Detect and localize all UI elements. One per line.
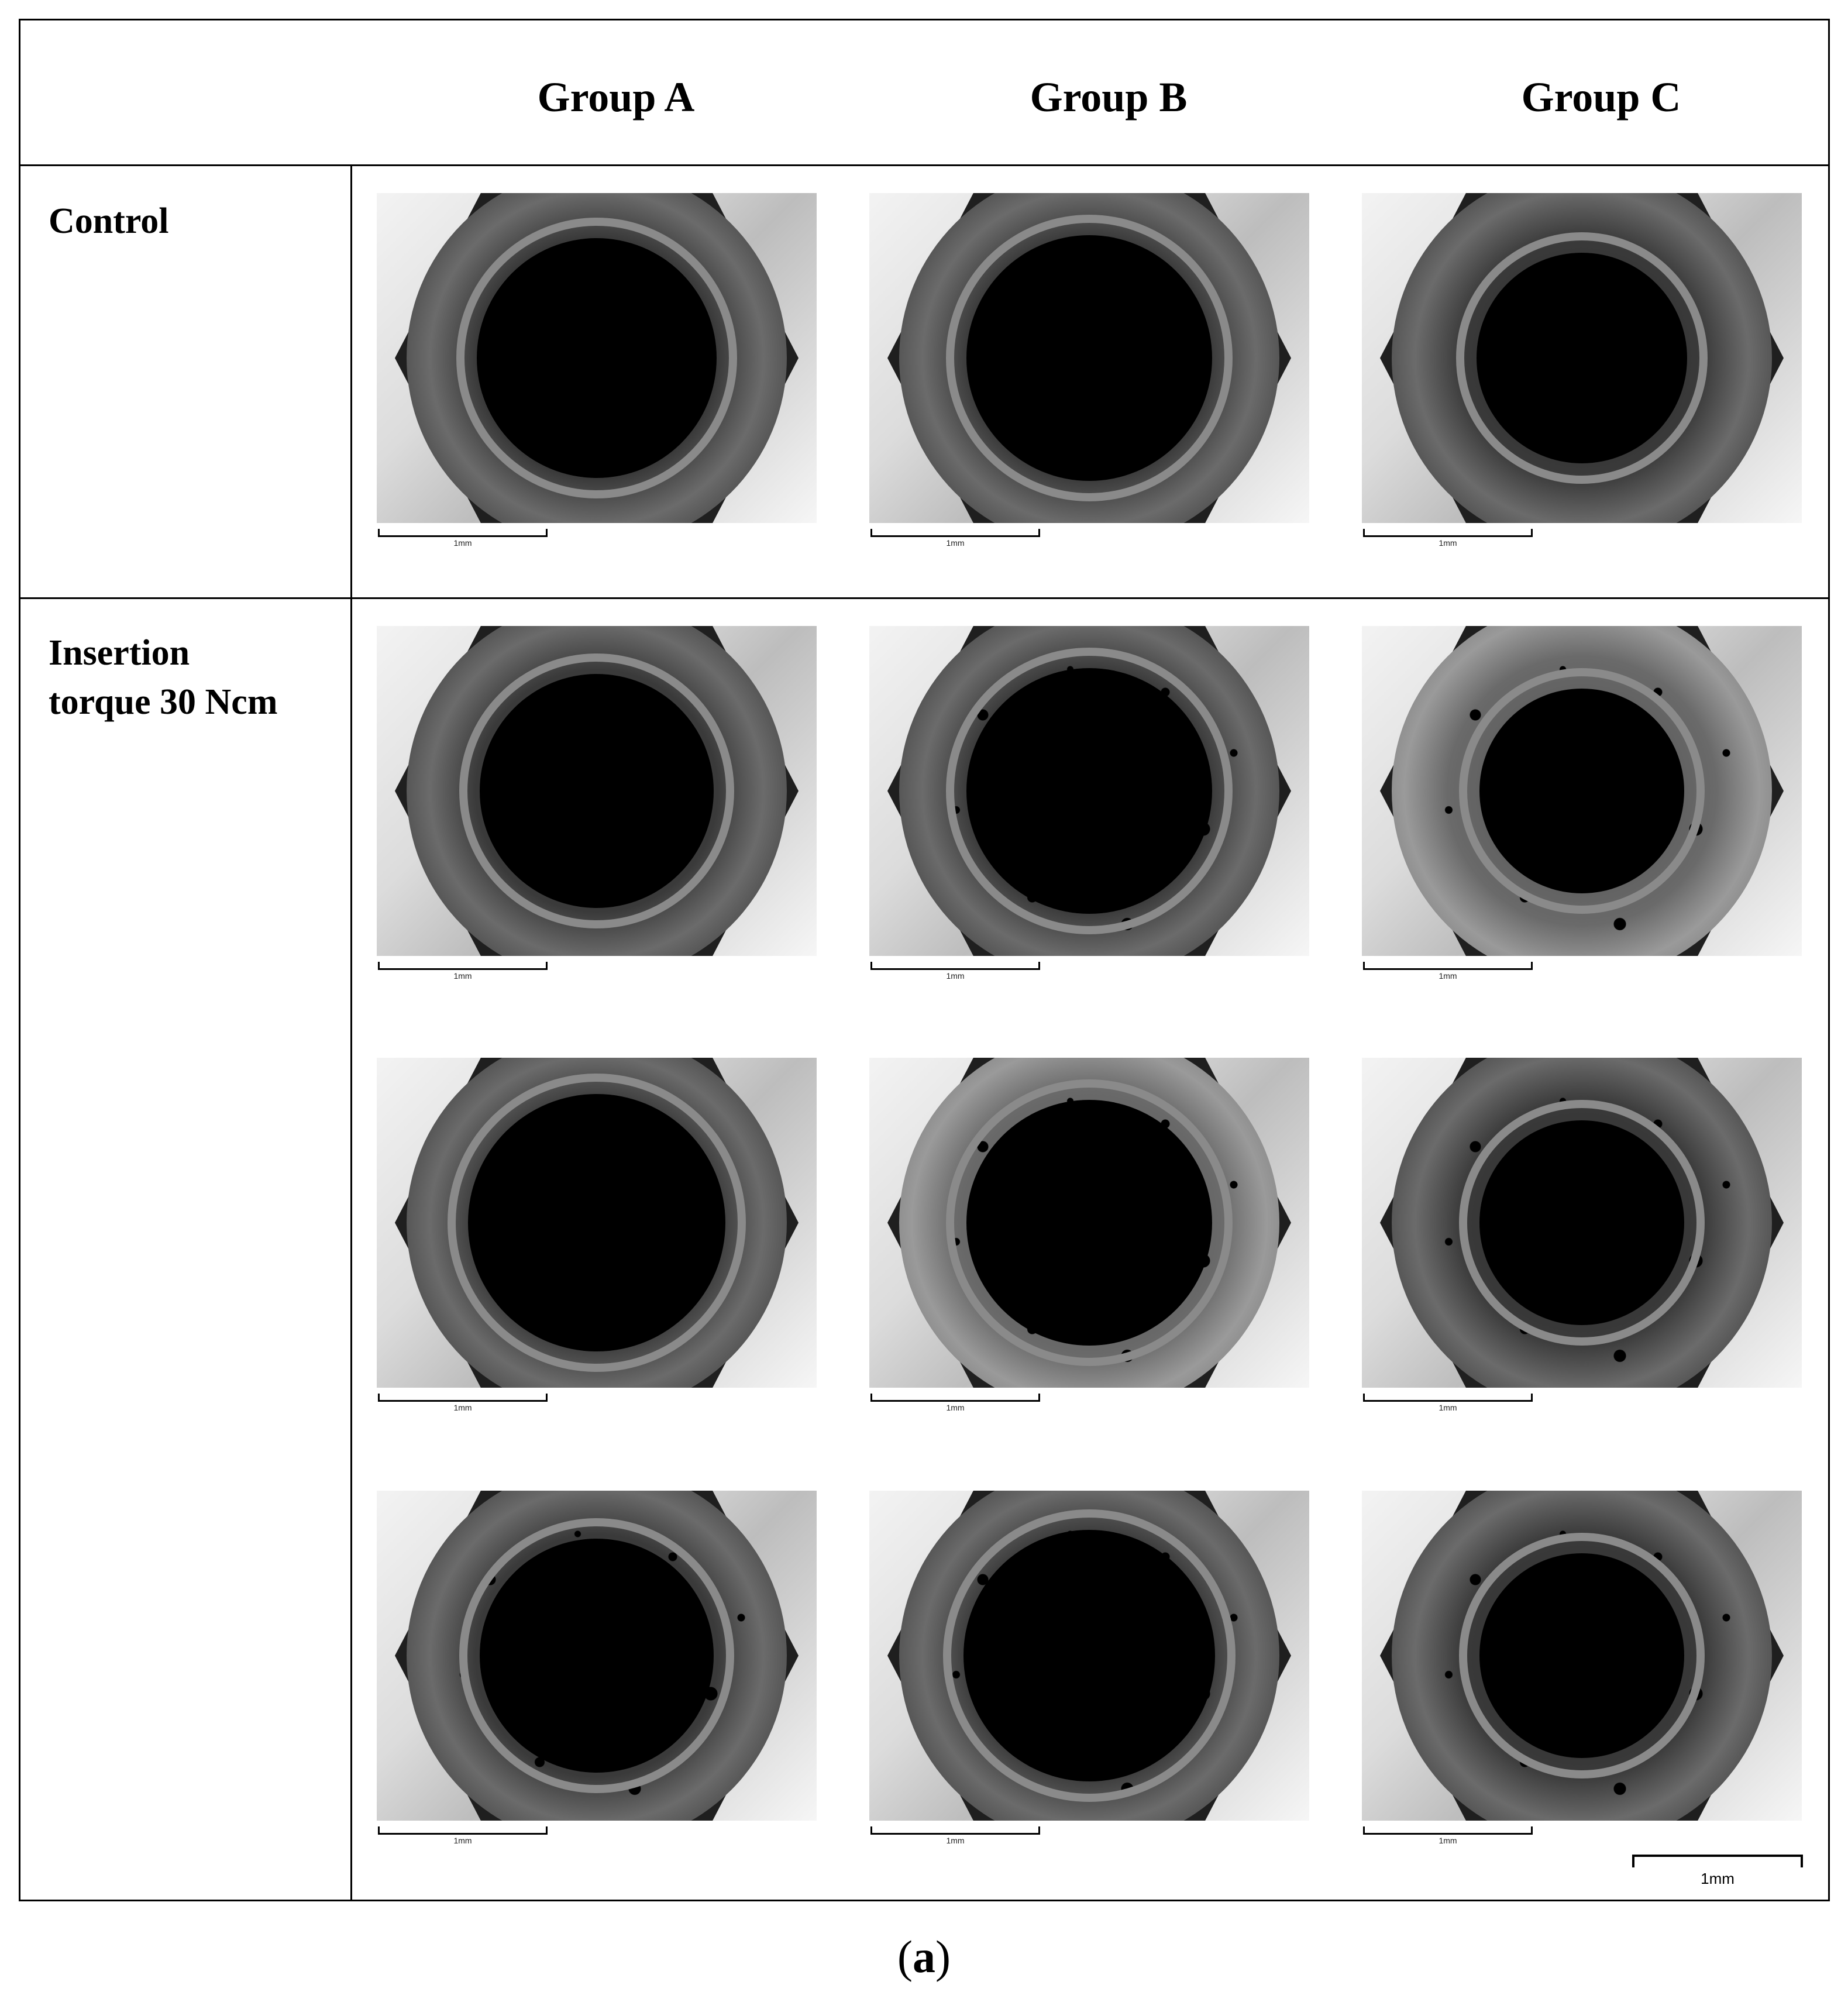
scale-bar-label: 1mm [946,538,965,548]
sem-micrograph: 1mm [1362,626,1802,984]
sem-micrograph: 1mm [869,626,1309,984]
row-header-control: Control [49,201,169,241]
scale-bar [1363,1826,1533,1835]
screw-channel [1479,1120,1684,1325]
sem-micrograph: 1mm [869,1058,1309,1416]
column-header-group-c: Group C [1521,74,1681,121]
micrograph-image [869,626,1309,956]
scale-bar [1363,1394,1533,1402]
screw-channel [480,674,714,908]
scale-bar-label: 1mm [453,971,472,981]
scale-bar [870,529,1040,537]
screw-channel [963,1530,1215,1781]
scale-bar-label: 1mm [1439,1836,1457,1845]
screw-channel [468,1094,725,1351]
sem-micrograph: 1mm [377,193,817,551]
scale-bar-label: 1mm [1439,1403,1457,1412]
scale-bar-label: 1mm [453,1403,472,1412]
scale-bar [870,1826,1040,1835]
header-divider [20,164,1828,166]
sem-micrograph: 1mm [377,1491,817,1849]
reference-scale-bar [1632,1855,1803,1867]
figure-table: Group A Group B Group C Control Insertio… [19,19,1830,1901]
screw-channel [1477,253,1687,463]
scale-bar-label: 1mm [1439,971,1457,981]
scale-bar-label: 1mm [1439,538,1457,548]
sem-micrograph: 1mm [377,1058,817,1416]
scale-bar-label: 1mm [946,1403,965,1412]
scale-bar [378,529,548,537]
row-header-line-2: torque 30 Ncm [49,682,278,722]
sem-micrograph: 1mm [869,1491,1309,1849]
caption-open: ( [897,1931,913,1982]
scale-bar-label: 1mm [453,538,472,548]
micrograph-image [869,1491,1309,1821]
scale-bar [1363,529,1533,537]
micrograph-image [377,1058,817,1388]
scale-bar-label: 1mm [946,1836,965,1845]
caption-close: ) [935,1931,951,1982]
screw-channel [966,235,1212,481]
screw-channel [1479,689,1684,893]
scale-bar [378,962,548,970]
scale-bar [378,1826,548,1835]
column-header-group-b: Group B [1030,74,1188,121]
caption-letter: a [913,1931,935,1982]
sem-micrograph: 1mm [869,193,1309,551]
screw-channel [966,668,1212,914]
screw-channel [477,238,717,478]
screw-channel [480,1539,714,1773]
reference-scale-label: 1mm [1701,1870,1735,1887]
sem-micrograph: 1mm [1362,193,1802,551]
scale-bar [870,1394,1040,1402]
scale-bar [378,1394,548,1402]
scale-bar-label: 1mm [946,971,965,981]
screw-channel [1479,1553,1684,1758]
micrograph-image [1362,1058,1802,1388]
scale-bar-label: 1mm [453,1836,472,1845]
column-header-group-a: Group A [537,74,695,121]
sem-micrograph: 1mm [377,626,817,984]
row-header-divider [350,166,352,1900]
micrograph-image [1362,626,1802,956]
row-header-insertion-torque: Insertion torque 30 Ncm [49,629,277,727]
micrograph-image [377,1491,817,1821]
row-divider [20,597,1828,599]
sem-micrograph: 1mm [1362,1491,1802,1849]
micrograph-image [1362,193,1802,523]
figure-caption: (a) [0,1931,1848,1983]
micrograph-image [869,1058,1309,1388]
micrograph-image [869,193,1309,523]
micrograph-image [377,626,817,956]
micrograph-image [1362,1491,1802,1821]
row-header-line-1: Insertion [49,633,190,673]
screw-channel [966,1100,1212,1346]
scale-bar [1363,962,1533,970]
micrograph-image [377,193,817,523]
scale-bar [870,962,1040,970]
sem-micrograph: 1mm [1362,1058,1802,1416]
